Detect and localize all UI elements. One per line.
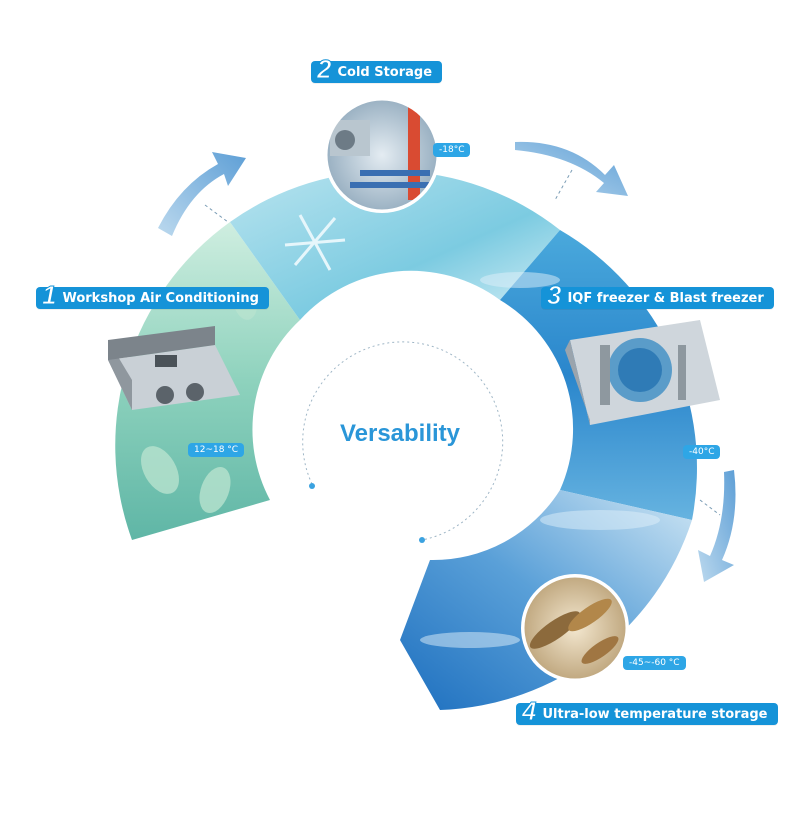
wave-decoration: [420, 272, 660, 648]
segment-cold-storage: [230, 170, 560, 320]
temperature-tag-iqf: -40°C: [683, 445, 721, 459]
ring-dot: [419, 537, 425, 543]
stage-title: Ultra-low temperature storage: [542, 706, 768, 722]
stage-number: 2: [316, 54, 332, 84]
connector-lines: [204, 169, 721, 516]
ultra-low-storage-image: [521, 574, 629, 682]
temperature-tag-workshop: 12~18 °C: [188, 443, 245, 457]
center-dashed-ring: [302, 341, 504, 541]
center-circle: [270, 290, 530, 550]
stage-label-workshop: 1 Workshop Air Conditioning: [36, 280, 269, 310]
iqf-freezer-image: [565, 320, 720, 425]
snowflake-decoration: [284, 214, 346, 271]
temperature-tag-cold-storage: -18°C: [433, 143, 471, 157]
cold-storage-image: [324, 97, 440, 213]
stage-label-ultra-low: 4 Ultra-low temperature storage: [516, 696, 778, 726]
workshop-ac-unit-image: [108, 326, 240, 410]
arrow-3-to-4: [698, 470, 736, 582]
temperature-tag-ultra-low: -45~-60 °C: [623, 656, 686, 670]
center-title: Versability: [339, 420, 461, 447]
stage-number: 3: [546, 280, 562, 310]
arrow-2-to-3: [515, 141, 628, 196]
ring-dot: [309, 483, 315, 489]
stage-title: Workshop Air Conditioning: [62, 290, 259, 306]
stage-title: Cold Storage: [337, 64, 433, 80]
stage-label-iqf: 3 IQF freezer & Blast freezer: [541, 280, 774, 310]
arrow-1-to-2: [158, 152, 246, 236]
stage-title: IQF freezer & Blast freezer: [567, 290, 764, 306]
stage-number: 4: [521, 696, 537, 726]
stage-number: 1: [41, 280, 57, 310]
stage-label-cold-storage: 2 Cold Storage: [311, 54, 443, 84]
